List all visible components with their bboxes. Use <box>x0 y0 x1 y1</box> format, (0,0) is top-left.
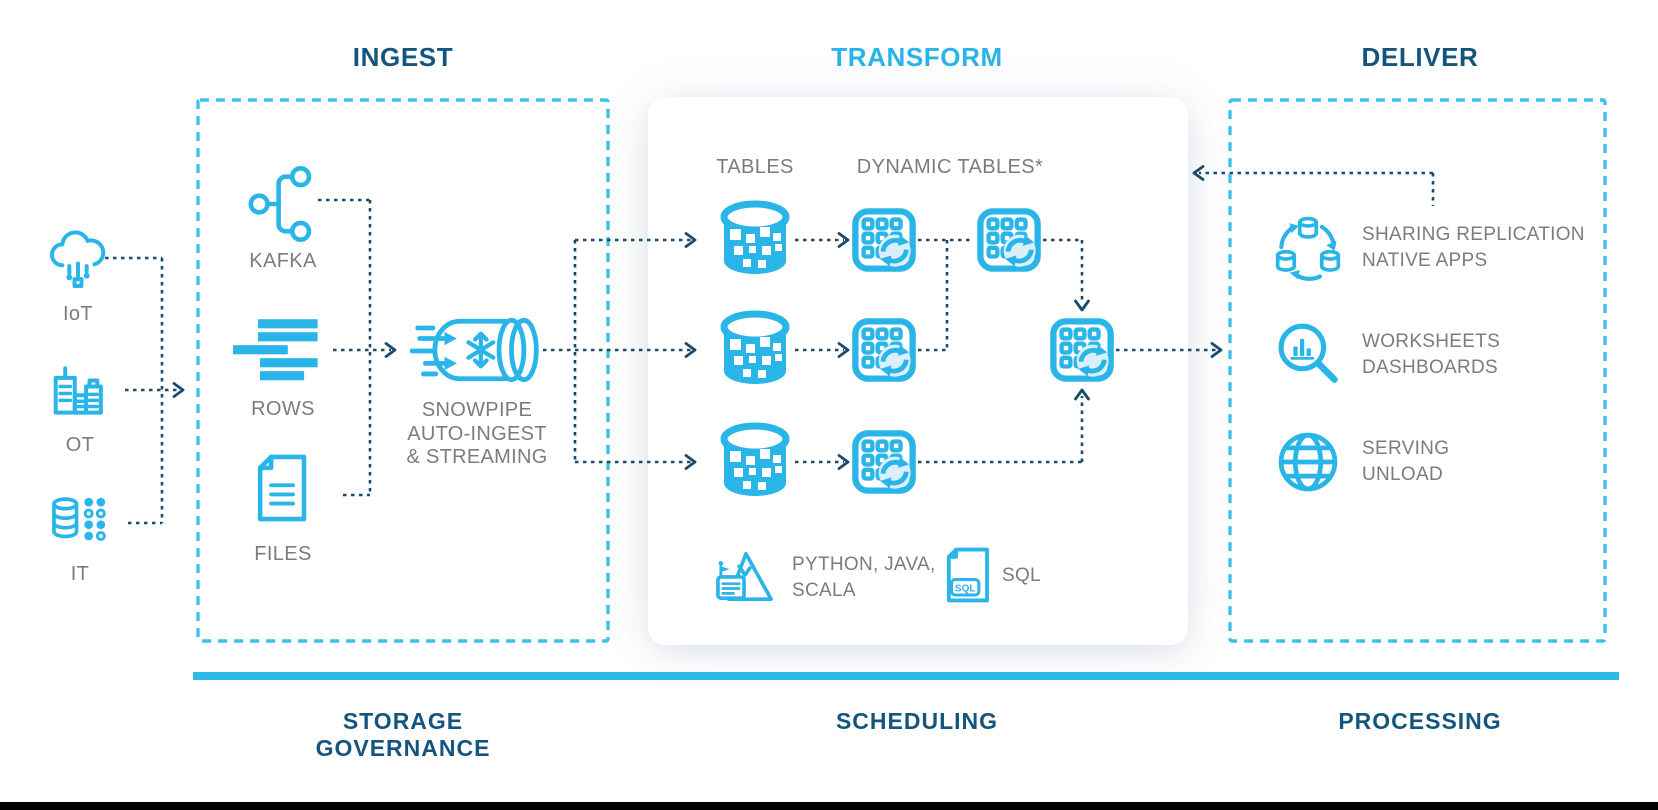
ingest-header: INGEST <box>352 42 454 72</box>
table-cylinder-icon <box>718 199 792 281</box>
legend-languages: PYTHON, JAVA, SCALA <box>792 554 936 601</box>
dynamic-table-refresh-icon <box>851 207 917 273</box>
ingest-label-rows: ROWS <box>251 398 315 420</box>
footer-scheduling: SCHEDULING <box>835 708 999 734</box>
footer-divider-bar <box>193 672 1619 680</box>
dynamic-table-refresh-icon <box>1049 317 1115 383</box>
dynamic-table-refresh-icon <box>851 429 917 495</box>
worksheets-magnifier-icon <box>1274 321 1342 389</box>
snowpipe-caption: SNOWPIPE AUTO-INGEST & STREAMING <box>406 399 548 468</box>
sql-document-icon: SQL <box>939 545 995 605</box>
it-database-icon <box>47 490 113 556</box>
deliver-item-worksheets: WORKSHEETS DASHBOARDS <box>1362 331 1501 378</box>
legend-sql-label: SQL <box>1002 565 1041 586</box>
deliver-item-sharing: SHARING REPLICATION NATIVE APPS <box>1362 224 1585 271</box>
deliver-header: DELIVER <box>1361 42 1479 72</box>
sql-badge-text: SQL <box>955 583 976 594</box>
snowpark-mountain-icon <box>714 546 776 604</box>
source-label-ot: OT <box>65 434 95 456</box>
dynamic-table-refresh-icon <box>851 317 917 383</box>
transform-col-dynamic: DYNAMIC TABLES* <box>856 156 1044 178</box>
kafka-branch-icon <box>246 165 320 243</box>
snowpipe-pipe-icon <box>410 302 544 398</box>
sharing-replication-icon <box>1274 214 1342 282</box>
source-label-iot: IoT <box>62 303 94 325</box>
source-label-it: IT <box>70 563 90 585</box>
table-cylinder-icon <box>718 421 792 503</box>
footer-storage-governance: STORAGE GOVERNANCE <box>315 708 491 761</box>
transform-header: TRANSFORM <box>831 42 1003 72</box>
ingest-label-files: FILES <box>254 543 312 565</box>
files-document-icon <box>251 451 315 525</box>
deliver-item-serving: SERVING UNLOAD <box>1362 438 1450 485</box>
iot-cloud-icon <box>45 225 111 295</box>
serving-globe-icon <box>1274 428 1342 496</box>
dynamic-table-refresh-icon <box>976 207 1042 273</box>
ot-buildings-icon <box>47 357 113 423</box>
table-cylinder-icon <box>718 309 792 391</box>
bottom-black-bar <box>0 802 1658 810</box>
ingest-label-kafka: KAFKA <box>249 250 317 272</box>
rows-bars-icon <box>233 319 333 381</box>
transform-col-tables: TABLES <box>716 156 794 178</box>
footer-processing: PROCESSING <box>1338 708 1502 734</box>
